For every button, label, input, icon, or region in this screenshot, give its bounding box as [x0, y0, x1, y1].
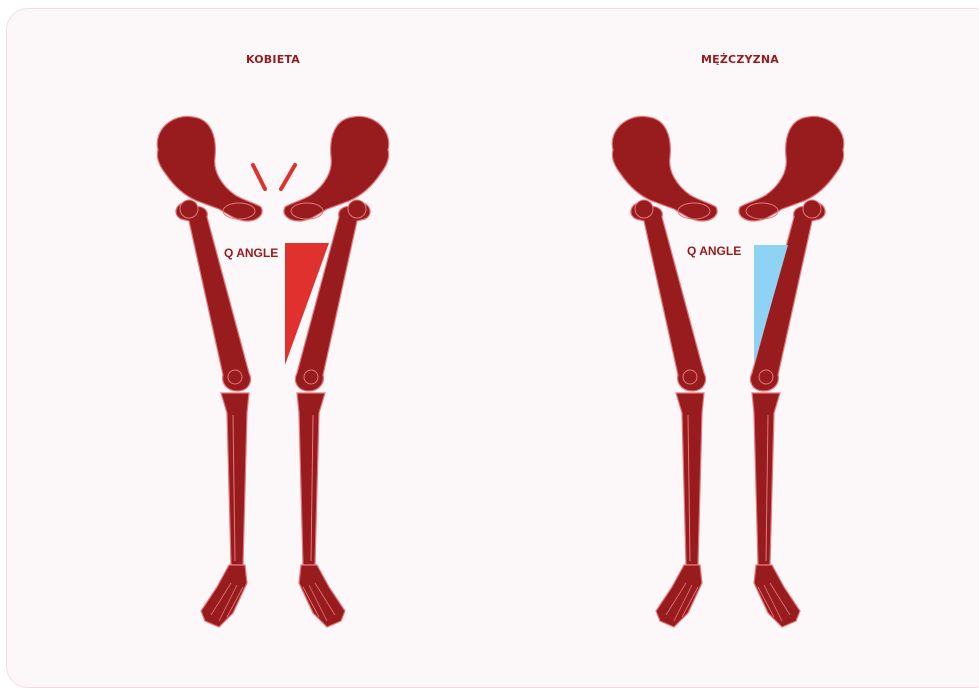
pelvis-width-marks: [253, 165, 295, 189]
female-q-angle-label: Q ANGLE: [224, 246, 278, 260]
female-skeleton: [157, 116, 389, 627]
skeleton-diagram: Q ANGLE Q ANGLE: [0, 0, 979, 672]
male-q-angle-label: Q ANGLE: [687, 244, 741, 258]
male-skeleton: [612, 116, 844, 627]
